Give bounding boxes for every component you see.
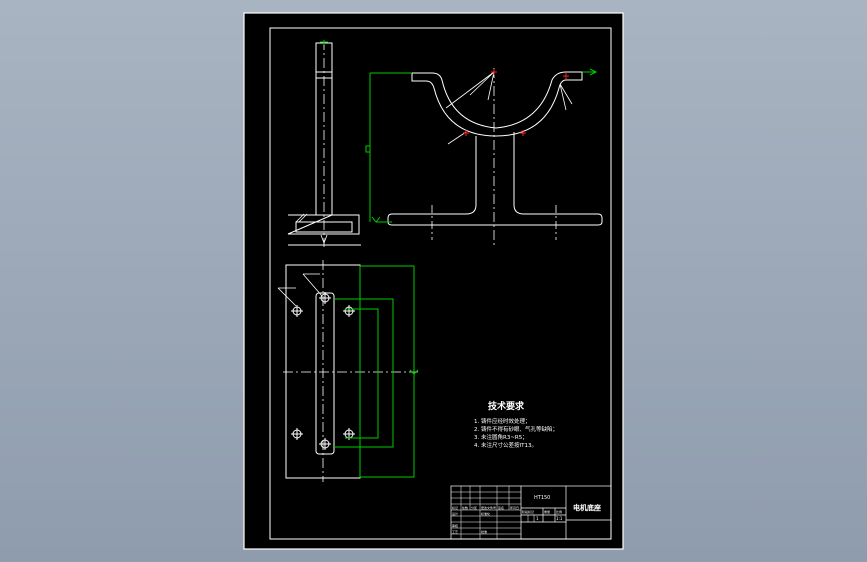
slot-hole-top	[319, 292, 331, 304]
mounting-hole-top-right	[343, 305, 355, 317]
tb-label-change: 更改文件号	[481, 505, 496, 510]
tb-label-zone: 分区	[471, 505, 477, 510]
tb-label-weight: 重量	[544, 509, 550, 514]
slot-hole-bottom	[319, 438, 331, 450]
tb-label-approve: 批准	[481, 529, 487, 534]
mounting-hole-top-left	[291, 305, 303, 317]
scale-value: 1:1	[556, 516, 563, 521]
sheet-number: 1	[536, 516, 539, 521]
tech-req-item-4: 4. 未注尺寸公差按IT13。	[474, 441, 537, 449]
tb-label-standard: 标准化	[481, 511, 490, 516]
plan-view-dimensions	[334, 265, 419, 478]
title-block	[450, 485, 612, 540]
title-block-grid	[451, 486, 535, 539]
mounting-hole-bottom-left	[291, 428, 303, 440]
front-view	[387, 68, 603, 245]
center-marks	[463, 69, 569, 136]
tb-label-date: 年月日	[510, 505, 519, 510]
tb-label-design: 设计	[452, 511, 458, 516]
technical-requirements: 技术要求 1. 铸件应经时效处理； 2. 铸件不得有砂眼、气孔等缺陷； 3. 未…	[474, 400, 558, 449]
drawing-sheet	[243, 12, 624, 550]
tech-req-heading: 技术要求	[488, 400, 525, 412]
front-view-dimensions	[365, 68, 598, 223]
title-block-text: 电机底座 HT150 1:1 标记 处数 分区 更改文件号 签名 年月日 设计 …	[452, 495, 601, 534]
tech-req-item-2: 2. 铸件不得有砂眼、气孔等缺陷；	[474, 425, 558, 433]
drawing-name: 电机底座	[573, 503, 601, 512]
tb-label-stage: 阶段标记	[522, 509, 534, 514]
tb-label-process: 工艺	[452, 529, 458, 534]
tb-label-review: 审核	[452, 523, 458, 528]
drawing-frame	[269, 27, 612, 540]
side-view-dimensions	[320, 40, 328, 45]
tech-req-item-1: 1. 铸件应经时效处理；	[474, 417, 531, 425]
tb-label-sign: 签名	[498, 505, 504, 510]
tb-label-scale: 比例	[556, 509, 562, 514]
tech-req-item-3: 3. 未注圆角R3~R5；	[474, 433, 528, 441]
tb-label-mark: 标记	[452, 505, 458, 510]
material-label: HT150	[534, 495, 550, 501]
tb-label-count: 处数	[462, 505, 468, 510]
